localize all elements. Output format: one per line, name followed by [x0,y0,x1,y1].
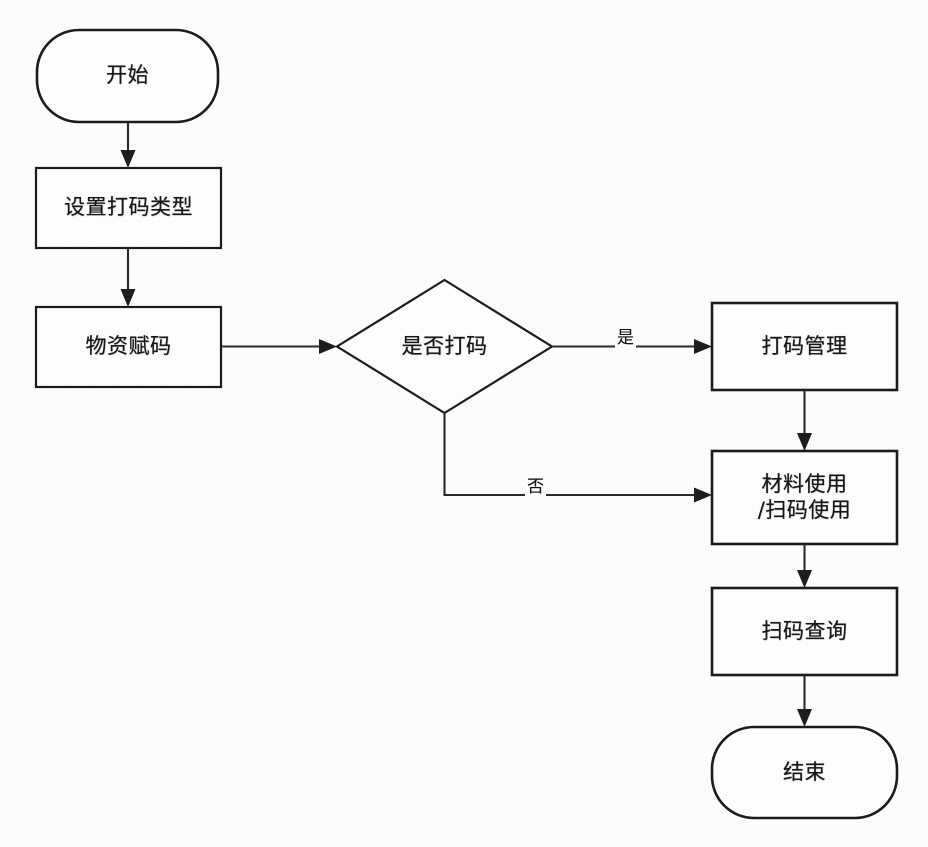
node-shape-start[interactable] [35,28,220,124]
arrow-head-need-mark-to-material-use [694,487,712,503]
node-shape-mark-manage[interactable] [710,301,899,392]
arrow-head-scan-query-to-end [797,709,812,727]
node-shape-scan-query[interactable] [710,586,899,677]
node-shape-material-use[interactable] [710,449,899,546]
edge-need-mark-to-material-use [443,413,702,497]
arrow-head-material-use-to-scan-query [797,570,812,588]
node-shape-end[interactable] [710,725,899,820]
node-shape-set-mark-type[interactable] [34,166,223,250]
arrow-head-start-to-set-mark-type [120,150,136,168]
arrow-head-set-mark-type-to-assign-code [120,289,136,307]
arrow-head-assign-code-to-need-mark [319,339,337,354]
arrow-head-mark-manage-to-material-use [797,433,812,451]
node-shape-need-mark[interactable] [334,278,555,415]
node-shape-assign-code[interactable] [34,305,223,389]
arrow-head-need-mark-to-mark-manage [694,339,712,354]
